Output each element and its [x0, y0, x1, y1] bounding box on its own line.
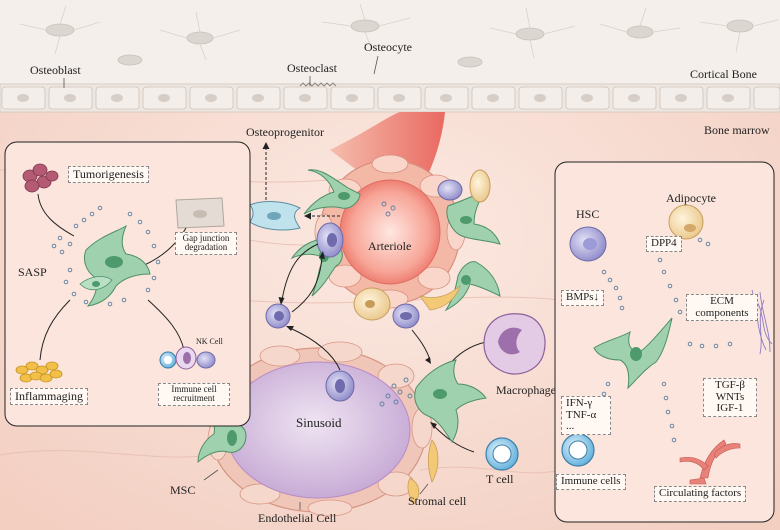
center-arrows: [281, 243, 487, 453]
ecm-line2: components: [695, 306, 749, 319]
gap-junction-cell: [175, 197, 225, 229]
osteocyte-processes: [19, 3, 779, 61]
msc-sinusoid-center: [414, 359, 487, 443]
immune-cell-right: [561, 433, 595, 467]
label-immune-cells: Immune cells: [556, 474, 626, 490]
label-endothelial-cell: Endothelial Cell: [258, 511, 337, 525]
cytokine-ifn: IFN-γ: [566, 397, 593, 409]
label-inflammaging: Inflammaging: [10, 388, 88, 405]
tumor-icon: [22, 163, 59, 193]
cytokine-tnf: TNF-α: [566, 408, 597, 421]
label-cortical-bone: Cortical Bone: [690, 67, 757, 81]
sasp-dots: [51, 205, 161, 307]
label-sinusoid: Sinusoid: [296, 415, 342, 430]
osteoprogenitor-cell: [249, 201, 302, 231]
label-t-cell: T cell: [486, 472, 514, 486]
macrophage-cell: [483, 313, 546, 375]
dashed-arrow-heads: [262, 142, 311, 220]
senescent-msc: [79, 224, 151, 307]
label-bone-marrow: Bone marrow: [704, 123, 770, 137]
label-ecm-components: ECM components: [686, 294, 758, 322]
hsc-right: [569, 226, 607, 262]
label-nk-cell: NK Cell: [196, 337, 223, 346]
immune-recruit-line1: Immune cell: [171, 384, 217, 394]
osteoclast-ruffle: [299, 82, 337, 87]
osteocyte-layer: [0, 0, 780, 84]
label-stromal-cell: Stromal cell: [408, 494, 467, 508]
stromal-pointer: [419, 483, 429, 495]
stromal-cells-arteriole: [353, 169, 491, 321]
inflammaging-icon: [15, 361, 63, 383]
label-hsc: HSC: [576, 207, 600, 221]
hsc-cells-center: [265, 179, 463, 402]
center-arrow-heads: [278, 251, 450, 429]
label-tumorigenesis: Tumorigenesis: [68, 166, 149, 183]
gap-junction-line2: degradation: [184, 242, 228, 253]
label-pointers: [63, 55, 379, 88]
msc-pointer: [203, 469, 219, 481]
right-msc: [593, 317, 673, 390]
label-dpp4: DPP4: [646, 236, 682, 252]
secretion-dots-center: [379, 377, 413, 407]
adipocyte-right: [668, 204, 704, 240]
cytokine-ellipsis: ...: [566, 420, 575, 433]
stromal-cells-sinusoid: [407, 439, 439, 505]
label-msc: MSC: [170, 483, 196, 497]
t-cell: [485, 437, 519, 471]
immune-recruit-line2: recruitment: [173, 393, 215, 404]
label-osteocyte: Osteocyte: [364, 40, 412, 54]
label-osteoprogenitor: Osteoprogenitor: [246, 125, 324, 139]
gap-junction-line1: Gap junction: [182, 233, 230, 243]
factor-wnts: WNTs: [715, 390, 745, 403]
factor-tgf: TGF-β: [714, 379, 746, 391]
ecm-line1: ECM: [710, 295, 734, 307]
dashed-arrows: [265, 146, 340, 217]
circulating-vessel-icon: [679, 439, 741, 485]
label-immune-recruitment: Immune cell recruitment: [158, 383, 230, 406]
cortical-bone-row: [0, 82, 780, 113]
factor-igf: IGF-1: [716, 402, 744, 415]
label-circulating-factors: Circulating factors: [654, 486, 747, 502]
label-adipocyte: Adipocyte: [666, 191, 716, 205]
nk-cells-icon: [159, 346, 216, 370]
label-gap-junction: Gap junction degradation: [175, 232, 237, 255]
label-bmps: BMPs↓: [561, 290, 605, 306]
label-arteriole: Arteriole: [368, 239, 412, 253]
label-osteoblast: Osteoblast: [30, 63, 81, 77]
label-macrophage: Macrophage: [496, 383, 556, 397]
label-growth-factors: TGF-β WNTs IGF-1: [703, 378, 757, 417]
label-cytokines: IFN-γ TNF-α ...: [561, 396, 611, 435]
label-sasp: SASP: [18, 265, 47, 279]
label-osteoclast: Osteoclast: [287, 61, 337, 75]
